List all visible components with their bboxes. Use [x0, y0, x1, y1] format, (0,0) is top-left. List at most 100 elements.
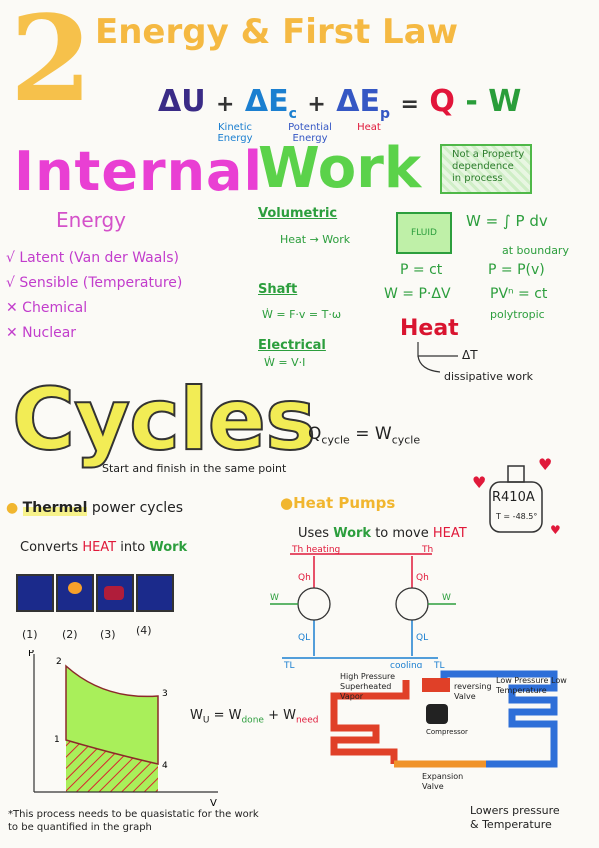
potential-label: Potential Energy: [288, 122, 332, 144]
cooling-label: cooling: [390, 661, 422, 668]
internal-subtitle: Energy: [56, 208, 127, 232]
delta-t: ΔT: [462, 348, 478, 362]
w-cycle: W: [374, 424, 392, 444]
uses-text: Uses Work to move HEAT: [298, 526, 467, 541]
pvn-const: PVⁿ = ct: [490, 286, 548, 302]
piston-step-1: [16, 574, 54, 612]
converts-text: Converts HEAT into Work: [20, 540, 187, 555]
step-label: (3): [100, 628, 116, 641]
chapter-number: 2: [10, 0, 93, 128]
tl-label: TL: [433, 661, 445, 668]
list-item: ✕ Chemical: [6, 300, 88, 316]
refrigerant-temp: T = -48.5°: [496, 512, 538, 521]
thermal-rest: power cycles: [87, 500, 184, 516]
list-item: √ Latent (Van der Waals): [6, 250, 179, 266]
internal-list: √ Latent (Van der Waals) √ Sensible (Tem…: [6, 246, 182, 346]
pv-hatched-area: [66, 740, 158, 792]
eq-dek-sub: c: [288, 106, 297, 122]
p-func: P = P(v): [488, 262, 545, 278]
piston-step-2: [56, 574, 94, 612]
wu-equation: WU = Wdone + Wneed: [190, 708, 318, 726]
refrigerant-cylinder: ♥ ♥ ♥: [472, 455, 561, 537]
th-heating: Th heating: [291, 545, 340, 555]
heatpump-title: Heat Pumps: [293, 494, 396, 512]
shaft-heading: Shaft: [258, 282, 298, 297]
pv-point: 3: [162, 689, 168, 699]
converts-heat: HEAT: [82, 540, 117, 555]
list-item: ✕ Nuclear: [6, 325, 77, 341]
w-label: W: [442, 593, 451, 603]
heat-title: Heat: [400, 316, 459, 341]
converts-work: Work: [149, 540, 188, 555]
w-pdv: W = P·ΔV: [384, 286, 451, 302]
heat-label: Heat: [357, 122, 381, 133]
uses-a: Uses: [298, 526, 334, 541]
eq-equals: =: [400, 92, 419, 117]
not-property-note: Not a Property dependence in process: [440, 144, 532, 194]
uses-heat: HEAT: [432, 526, 467, 541]
pv-work-area: [66, 666, 158, 764]
wu-w: W: [190, 708, 203, 723]
boundary-label: at boundary: [502, 244, 569, 257]
step-label: (4): [136, 624, 152, 637]
shaft-eq: Ẇ = F·v = T·ω: [262, 308, 342, 321]
eq-plus: +: [216, 92, 235, 117]
wneed-sub: need: [295, 715, 319, 726]
cycle-equals: =: [355, 424, 370, 444]
volumetric-desc: Heat → Work: [280, 233, 351, 246]
wu-sub: U: [202, 715, 210, 726]
q-cycle: Q: [308, 424, 322, 444]
converts-a: Converts: [20, 540, 83, 555]
reversing-label: reversing Valve: [454, 682, 492, 701]
expansion-label: Expansion Valve: [422, 772, 464, 791]
q-cycle-sub: cycle: [321, 433, 350, 447]
page-title: Energy & First Law: [95, 12, 459, 52]
pv-point: 2: [56, 657, 62, 667]
fluid-box: FLUID: [396, 212, 452, 254]
eq-dep: ΔE: [336, 84, 381, 119]
cycles-title: Cycles: [11, 369, 317, 471]
refrigerant-label: R410A: [492, 490, 535, 505]
lowers-label: Lowers pressure & Temperature: [470, 804, 560, 831]
axis-p: P: [28, 650, 34, 659]
thermal-highlight: Thermal: [22, 500, 88, 516]
piston-step-4: [136, 574, 174, 612]
volumetric-heading: Volumetric: [258, 206, 338, 221]
cycle-equation: Qcycle = Wcycle: [308, 424, 420, 446]
compressor-body: [426, 704, 448, 724]
th-label: Th: [421, 545, 433, 555]
p-const: P = ct: [400, 262, 443, 278]
eq-du: ΔU: [158, 84, 206, 119]
cold-pipe: [440, 670, 558, 768]
heart-icon: ♥: [472, 473, 486, 492]
heatpump-diagram: Th heating Th Qh Qh W W QL QL TL cooling…: [270, 545, 456, 668]
work-title: Work: [258, 136, 422, 201]
lp-label: Low Pressure Low Temperature: [496, 676, 567, 695]
pv-diagram: P V 2 3 1 4: [28, 650, 218, 809]
eq-minus: -: [465, 84, 478, 119]
wu-plus: + W: [263, 708, 296, 723]
electrical-heading: Electrical: [258, 338, 326, 353]
work-integral: W = ∫ P dv: [466, 212, 548, 230]
ql-label: QL: [416, 633, 428, 643]
pv-point: 1: [54, 735, 60, 745]
axis-v: V: [210, 798, 217, 809]
uses-work: Work: [333, 526, 372, 541]
heat-arrows: [417, 342, 458, 373]
heart-icon: ♥: [538, 455, 552, 474]
refrigeration-circuit: [330, 670, 558, 768]
ql-label: QL: [298, 633, 310, 643]
eq-q: Q: [429, 84, 455, 119]
w-cycle-sub: cycle: [391, 433, 421, 447]
tl-label: TL: [283, 661, 295, 668]
eq-dek: ΔE: [244, 84, 289, 119]
polytropic-label: polytropic: [490, 308, 545, 321]
kinetic-label: Kinetic Energy: [217, 122, 253, 144]
footnote: *This process needs to be quasistatic fo…: [8, 809, 259, 833]
w-label: W: [270, 593, 279, 603]
pv-point: 4: [162, 761, 168, 771]
hp-vapor-label: High Pressure Superheated Vapor: [340, 672, 396, 701]
thermal-heading: ● Thermal power cycles: [6, 500, 184, 516]
reversing-valve: [422, 678, 450, 692]
qh-label: Qh: [298, 573, 311, 583]
